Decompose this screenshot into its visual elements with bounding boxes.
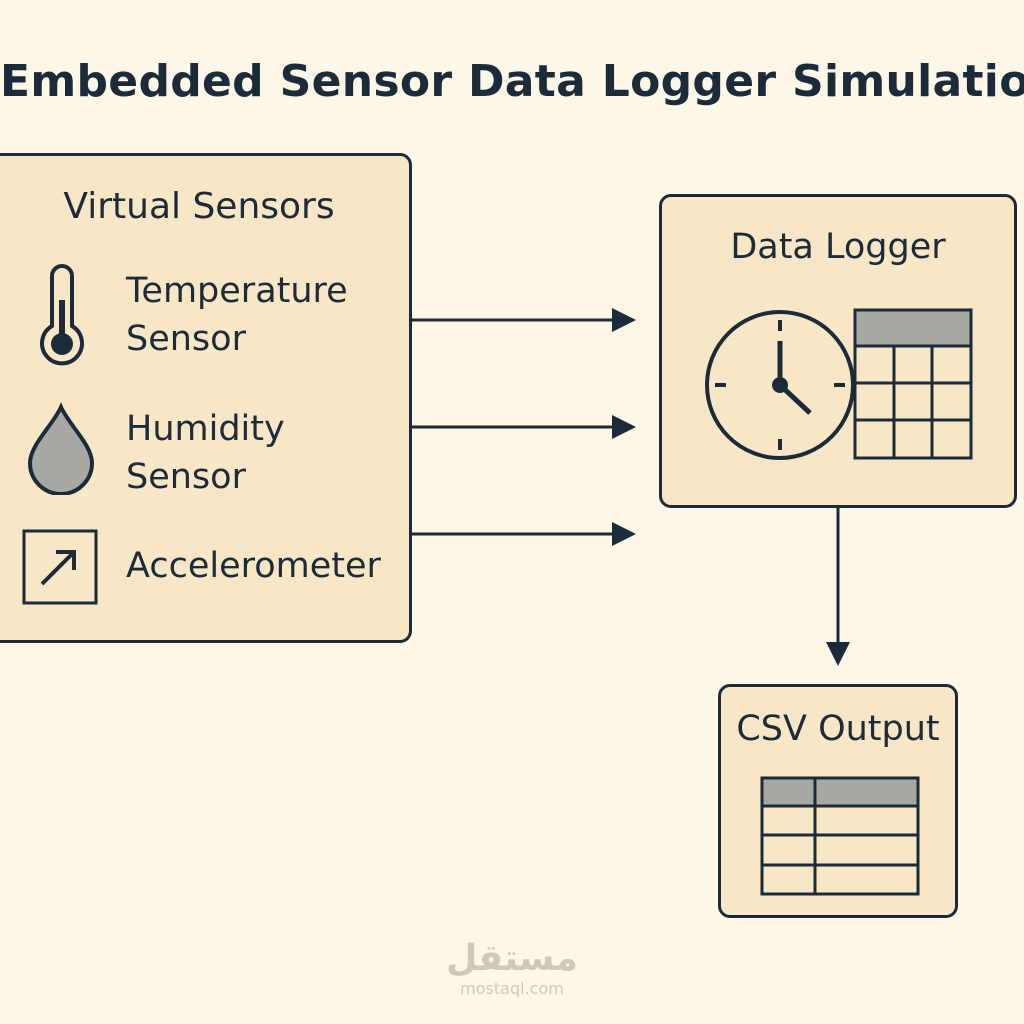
accelerometer-label: Accelerometer bbox=[126, 546, 381, 586]
humidity-sensor-label: Humidity Sensor bbox=[126, 409, 285, 497]
watermark-url: mostaql.com bbox=[460, 979, 564, 998]
humidity-to-logger-arrow bbox=[412, 415, 636, 439]
virtual-sensors-title: Virtual Sensors bbox=[63, 186, 335, 227]
watermark-arabic: مستقل bbox=[446, 938, 578, 979]
thermometer-icon bbox=[40, 264, 84, 366]
data-logger-box: Data Logger bbox=[659, 194, 1017, 508]
csv-output-title: CSV Output bbox=[736, 709, 940, 749]
csv-output-box: CSV Output bbox=[718, 684, 958, 918]
droplet-icon bbox=[27, 402, 95, 495]
virtual-sensors-box: Virtual Sensors Temperature Sensor Humid… bbox=[0, 153, 412, 643]
temperature-to-logger-arrow bbox=[412, 308, 636, 332]
clock-icon bbox=[705, 310, 855, 460]
accelerometer-to-logger-arrow bbox=[412, 522, 636, 546]
data-logger-title: Data Logger bbox=[730, 227, 946, 267]
logger-to-csv-arrow bbox=[826, 508, 850, 666]
table-icon bbox=[853, 308, 973, 460]
accelerometer-icon bbox=[22, 529, 98, 605]
page-title: Embedded Sensor Data Logger Simulation bbox=[0, 56, 1024, 107]
csv-table-icon bbox=[760, 776, 920, 896]
temperature-sensor-label: Temperature Sensor bbox=[126, 271, 348, 359]
watermark-logo: مستقل mostaql.com bbox=[412, 938, 612, 998]
